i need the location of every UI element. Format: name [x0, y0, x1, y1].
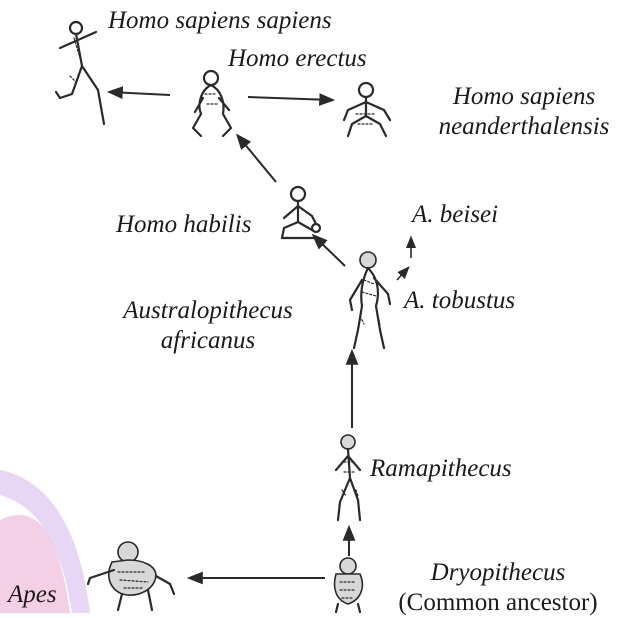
label-homo-erectus: Homo erectus [228, 44, 367, 74]
arrow-habilis-to-erectus [238, 136, 276, 182]
homo-habilis-figure [276, 184, 322, 244]
label-a-beisei: A. beisei [412, 200, 498, 230]
label-homo-sapiens-sapiens: Homo sapiens sapiens [108, 6, 332, 36]
arrow-erectus-to-neanderthal [248, 97, 332, 100]
neanderthal-figure [336, 80, 400, 140]
label-neanderthal-line2: neanderthalensis [434, 112, 614, 142]
label-apes: Apes [8, 580, 57, 610]
label-homo-habilis: Homo habilis [116, 210, 251, 240]
dryopithecus-figure [328, 556, 370, 613]
label-dryopithecus-group: Dryopithecus (Common ancestor) [382, 558, 614, 618]
apes-figure [82, 540, 182, 613]
label-australopithecus: Australopithecus africanus [108, 296, 308, 356]
label-common-ancestor: (Common ancestor) [382, 588, 614, 618]
label-dryopithecus: Dryopithecus [382, 558, 614, 588]
label-a-tobustus: A. tobustus [404, 286, 515, 316]
label-neanderthal-line1: Homo sapiens [434, 82, 614, 112]
homo-erectus-figure [183, 68, 245, 138]
label-ramapithecus: Ramapithecus [370, 454, 512, 484]
ramapithecus-figure [330, 432, 368, 526]
label-australopithecus-line1: Australopithecus [108, 296, 308, 326]
australopithecus-figure [340, 250, 406, 352]
label-australopithecus-line2: africanus [108, 326, 308, 356]
label-neanderthal: Homo sapiens neanderthalensis [434, 82, 614, 142]
